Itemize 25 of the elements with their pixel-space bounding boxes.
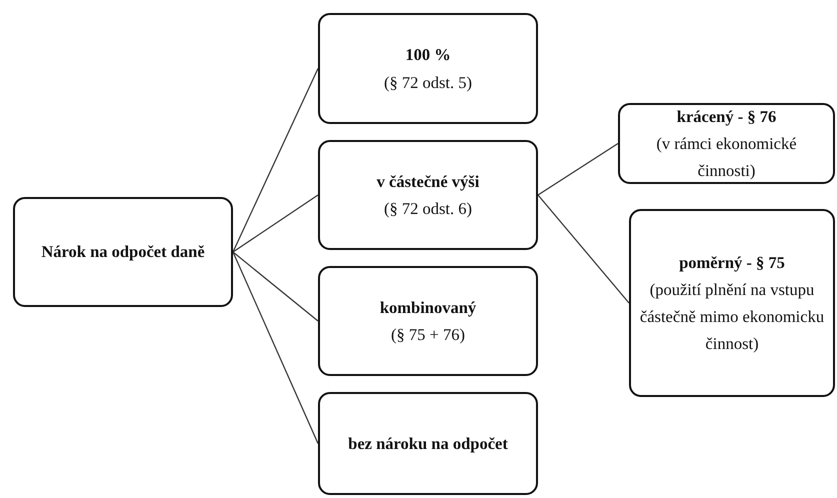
- box-note: (§ 72 odst. 6): [384, 198, 472, 220]
- connector-line: [232, 68, 319, 252]
- box-note: (použití plnění na vstupu částečně mimo ekonomicku činnost): [639, 278, 825, 356]
- rounded-box: [318, 140, 538, 250]
- connector-line: [538, 143, 618, 196]
- connector-line: [232, 194, 318, 252]
- box-note: (v rámci ekonomické činnosti): [655, 132, 798, 182]
- box-heading: 100 %: [405, 44, 451, 66]
- box-label: bez nároku na odpočet: [348, 432, 508, 455]
- box-heading: kombinovaný: [380, 296, 476, 319]
- connector-line: [538, 194, 630, 304]
- rounded-box: [318, 392, 538, 495]
- rounded-box: [318, 266, 538, 376]
- box-note: (§ 72 odst. 5): [384, 72, 472, 94]
- rounded-box: [318, 13, 538, 124]
- connector-line: [232, 252, 319, 444]
- box-heading: krácený - § 76: [676, 106, 776, 128]
- box-label: Nárok na odpočet daně: [41, 241, 205, 264]
- box-heading: v částečné výši: [376, 170, 480, 193]
- rounded-box: [618, 103, 835, 184]
- connector-line: [232, 252, 318, 322]
- box-note: (§ 75 + 76): [391, 324, 465, 346]
- rounded-box: [13, 197, 233, 307]
- box-heading: poměrný - § 75: [679, 252, 785, 274]
- rounded-box: [629, 209, 835, 397]
